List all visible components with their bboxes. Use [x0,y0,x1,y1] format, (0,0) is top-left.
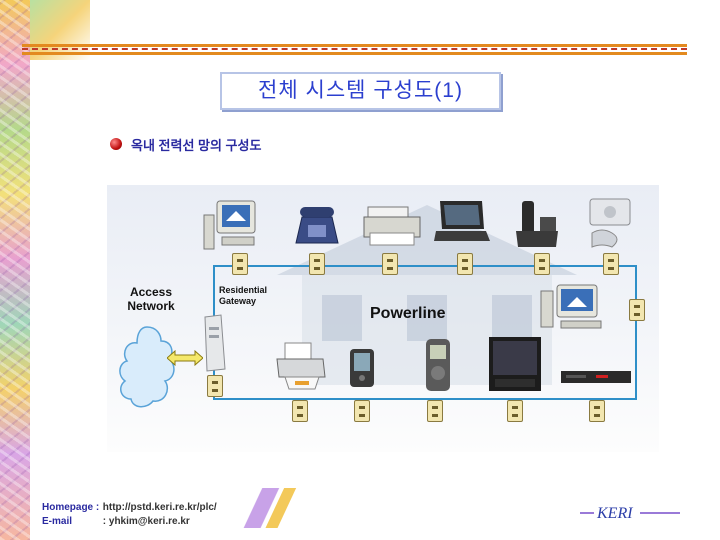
power-outlet-icon [232,253,248,275]
television-icon [487,335,543,398]
power-outlet-icon [507,400,523,422]
email-label: E-mail [42,516,73,527]
power-outlet-icon [589,400,605,422]
homepage-label: Homepage : [42,502,100,513]
gateway-modem-icon [199,313,229,378]
power-outlet-icon [354,400,370,422]
powerline-label: Powerline [370,305,446,322]
telephone-icon [292,203,342,253]
mp3-player-icon [420,337,456,398]
double-arrow-icon [166,349,204,371]
set-top-box-icon [560,369,632,390]
power-outlet-icon [603,253,619,275]
cloud-icon [117,323,177,411]
laptop-icon [432,197,492,252]
decorative-corner [30,0,90,60]
cordless-phone-icon [512,197,562,254]
power-outlet-icon [534,253,550,275]
page-title: 전체 시스템 구성도(1) [220,72,501,110]
footer-decoration [262,488,298,528]
header-rule [22,52,687,55]
network-diagram: Access Network Residential Gateway Power… [107,185,659,452]
power-outlet-icon [629,299,645,321]
email-line: E-mail : yhkim@keri.re.kr [42,516,190,527]
power-outlet-icon [382,253,398,275]
power-outlet-icon [427,400,443,422]
printer-icon [362,203,422,253]
power-outlet-icon [207,375,223,397]
desktop-pc-icon [539,283,605,336]
subtitle: 옥내 전력선 망의 구성도 [131,138,262,153]
homepage-line: Homepage : http://pstd.keri.re.kr/plc/ [42,502,217,513]
residential-gateway-label: Residential Gateway [219,285,268,306]
access-network-label: Access Network [127,285,175,313]
power-outlet-icon [309,253,325,275]
decorative-side-strip [0,0,30,540]
header-rule-dashed [22,48,687,50]
brand-rule [580,512,594,514]
homepage-link[interactable]: http://pstd.keri.re.kr/plc/ [102,502,217,513]
email-link[interactable]: : yhkim@keri.re.kr [102,516,190,527]
header-rule [22,44,687,47]
brand-rule [640,512,680,514]
power-outlet-icon [292,400,308,422]
brand-logo: KERI [597,505,633,522]
power-outlet-icon [457,253,473,275]
game-console-icon [582,193,642,258]
pda-icon [347,347,377,394]
bullet-icon [110,138,122,150]
inkjet-printer-icon [275,341,327,396]
desktop-pc-icon [202,197,262,257]
